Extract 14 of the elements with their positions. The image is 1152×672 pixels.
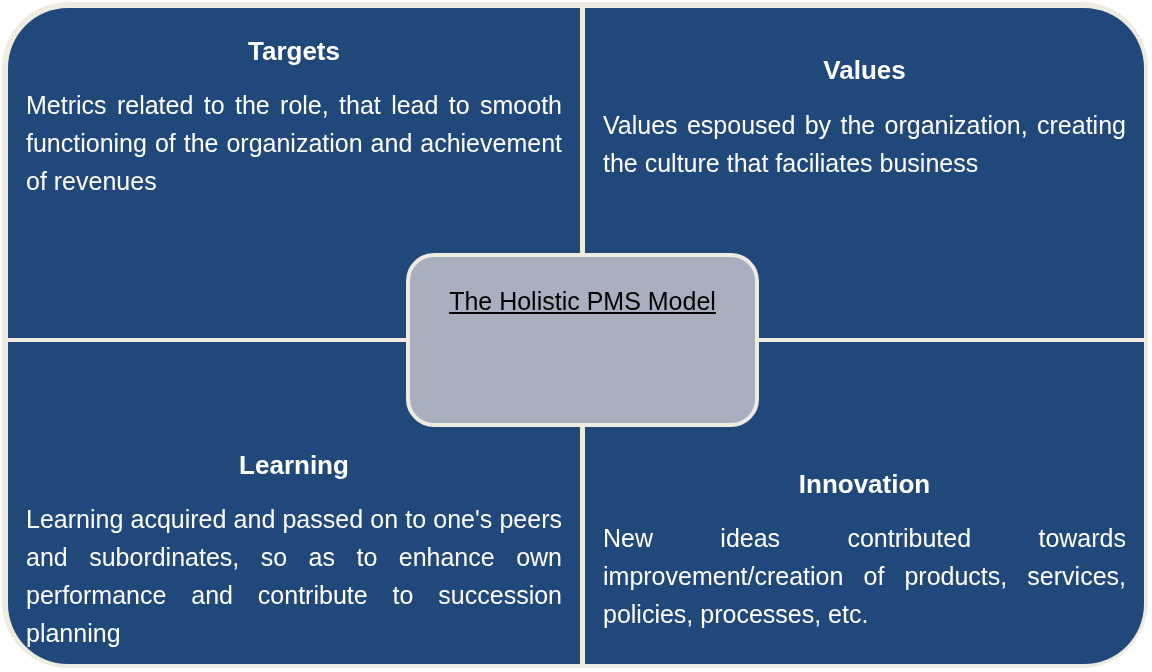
quadrant-panel (8, 8, 580, 338)
description-text: Metrics related to the role, that lead to smooth functioning of the organization and achievement of revenues (26, 90, 562, 197)
quadrant-heading: Targets (248, 36, 340, 67)
quadrant-panel (585, 342, 1144, 664)
quadrant-heading: Learning (239, 450, 349, 481)
center-box (406, 253, 759, 427)
quadrant-heading: Innovation (798, 469, 931, 500)
description-text: New ideas contributed towards improvement/creation of products, services, policies, processes, etc. (603, 523, 1126, 630)
description-text: Values espoused by the organization, creating the culture that faciliates business (603, 110, 1126, 179)
quadrant-panel (585, 8, 1144, 338)
quadrant-panel (8, 342, 580, 664)
model-title: The Holistic PMS Model (449, 287, 716, 316)
description-text: Learning acquired and passed on to one's peers and subordinates, so as to enhance own performance and contribute to succession planning (26, 504, 562, 649)
quadrant-heading: Values (823, 55, 906, 86)
